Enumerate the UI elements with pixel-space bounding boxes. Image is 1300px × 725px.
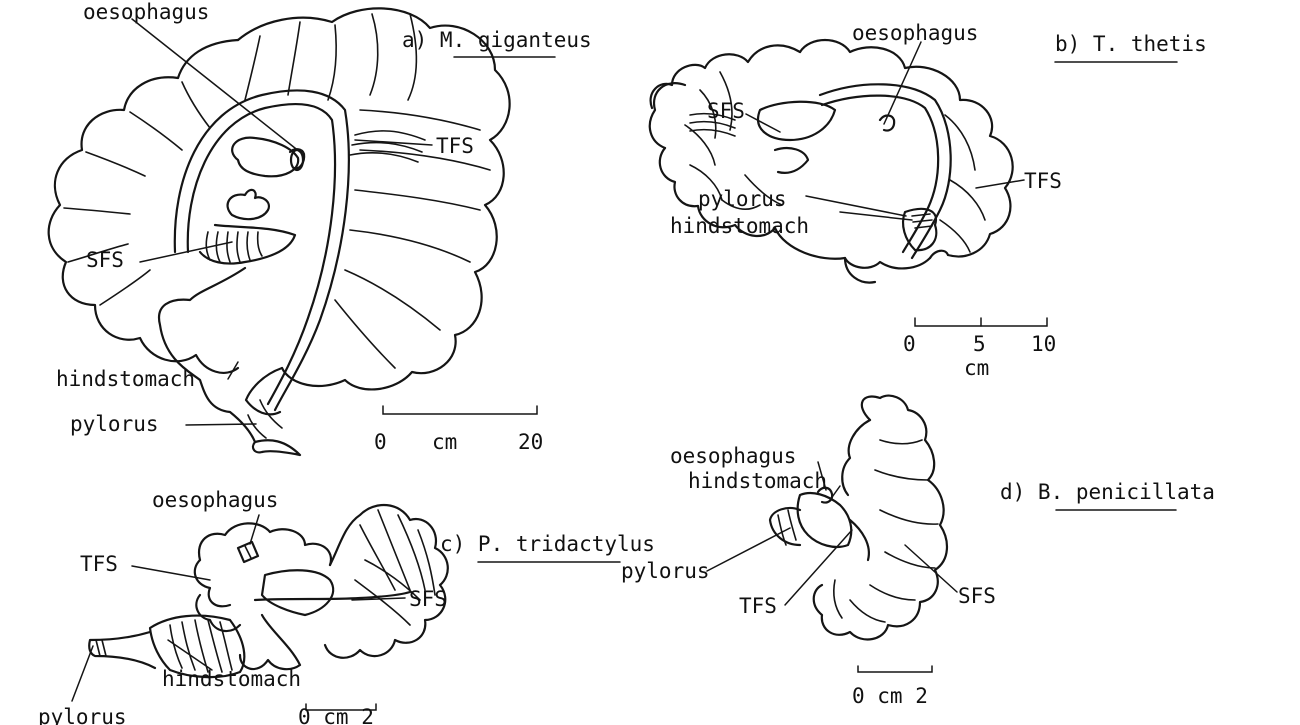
label-b-oesophagus: oesophagus — [852, 21, 978, 45]
leader-d-pylorus — [707, 528, 790, 571]
scale-bar-a: 0 cm 20 — [374, 406, 543, 454]
panel-c: oesophagus c) P. tridactylus TFS SFS hin… — [38, 488, 655, 725]
scale-bar-b: 0 5 10 cm — [903, 318, 1056, 380]
label-c-oesophagus: oesophagus — [152, 488, 278, 512]
label-c-sfs: SFS — [409, 587, 447, 611]
leader-a-hindstomach — [228, 362, 238, 379]
label-c-pylorus: pylorus — [38, 705, 127, 725]
leader-a-oesophagus — [132, 19, 300, 152]
leader-c-tfs — [132, 566, 210, 580]
label-a-hindstomach: hindstomach — [56, 367, 195, 391]
leader-b-tfs — [976, 180, 1024, 188]
scale-bar-d: 0 cm 2 — [852, 666, 932, 708]
scale-b-start: 0 — [903, 332, 916, 356]
panel-c-title: c) P. tridactylus — [440, 532, 655, 556]
leader-c-pylorus — [72, 646, 93, 701]
label-d-oesophagus: oesophagus — [670, 444, 796, 468]
scale-bar-c: 0 cm 2 — [298, 704, 376, 725]
leader-b-oesophagus — [884, 42, 921, 124]
leader-b-sfs — [746, 114, 780, 132]
label-a-tfs: TFS — [436, 134, 474, 158]
label-a-pylorus: pylorus — [70, 412, 159, 436]
scale-c-text: 0 cm 2 — [298, 705, 374, 725]
label-c-hindstomach: hindstomach — [162, 667, 301, 691]
panel-a: oesophagus a) M. giganteus TFS SFS hinds… — [49, 0, 592, 455]
scale-d-text: 0 cm 2 — [852, 684, 928, 708]
scale-b-mid: 5 — [973, 332, 986, 356]
scale-a-end: 20 — [518, 430, 543, 454]
label-d-hindstomach: hindstomach — [688, 469, 827, 493]
panel-d-title: d) B. penicillata — [1000, 480, 1215, 504]
label-b-pylorus: pylorus — [698, 187, 787, 211]
label-a-sfs: SFS — [86, 248, 124, 272]
leader-a-pylorus — [186, 424, 256, 425]
panel-b-title: b) T. thetis — [1055, 32, 1207, 56]
label-b-hindstomach: hindstomach — [670, 214, 809, 238]
panel-b-stomach-drawing — [650, 40, 1013, 283]
panel-c-stomach-drawing — [89, 505, 448, 677]
panel-b: oesophagus b) T. thetis SFS TFS pylorus … — [650, 21, 1207, 380]
panel-a-title: a) M. giganteus — [402, 28, 592, 52]
leader-c-oesophagus — [250, 515, 259, 544]
label-b-sfs: SFS — [707, 99, 745, 123]
label-d-tfs: TFS — [739, 594, 777, 618]
scale-b-unit: cm — [964, 356, 989, 380]
leader-b-hindstomach — [840, 212, 912, 220]
scale-b-end: 10 — [1031, 332, 1056, 356]
label-d-sfs: SFS — [958, 584, 996, 608]
leader-d-tfs — [785, 530, 852, 605]
label-c-tfs: TFS — [80, 552, 118, 576]
leader-d-sfs — [905, 545, 957, 592]
leader-c-hindstomach — [168, 640, 212, 670]
scale-a-unit: cm — [432, 430, 457, 454]
panel-d: oesophagus d) B. penicillata hindstomach… — [621, 396, 1215, 708]
scale-a-start: 0 — [374, 430, 387, 454]
label-d-pylorus: pylorus — [621, 559, 710, 583]
panel-d-stomach-drawing — [770, 396, 947, 640]
label-a-oesophagus: oesophagus — [83, 0, 209, 24]
leader-b-pylorus — [806, 196, 906, 216]
label-b-tfs: TFS — [1024, 169, 1062, 193]
